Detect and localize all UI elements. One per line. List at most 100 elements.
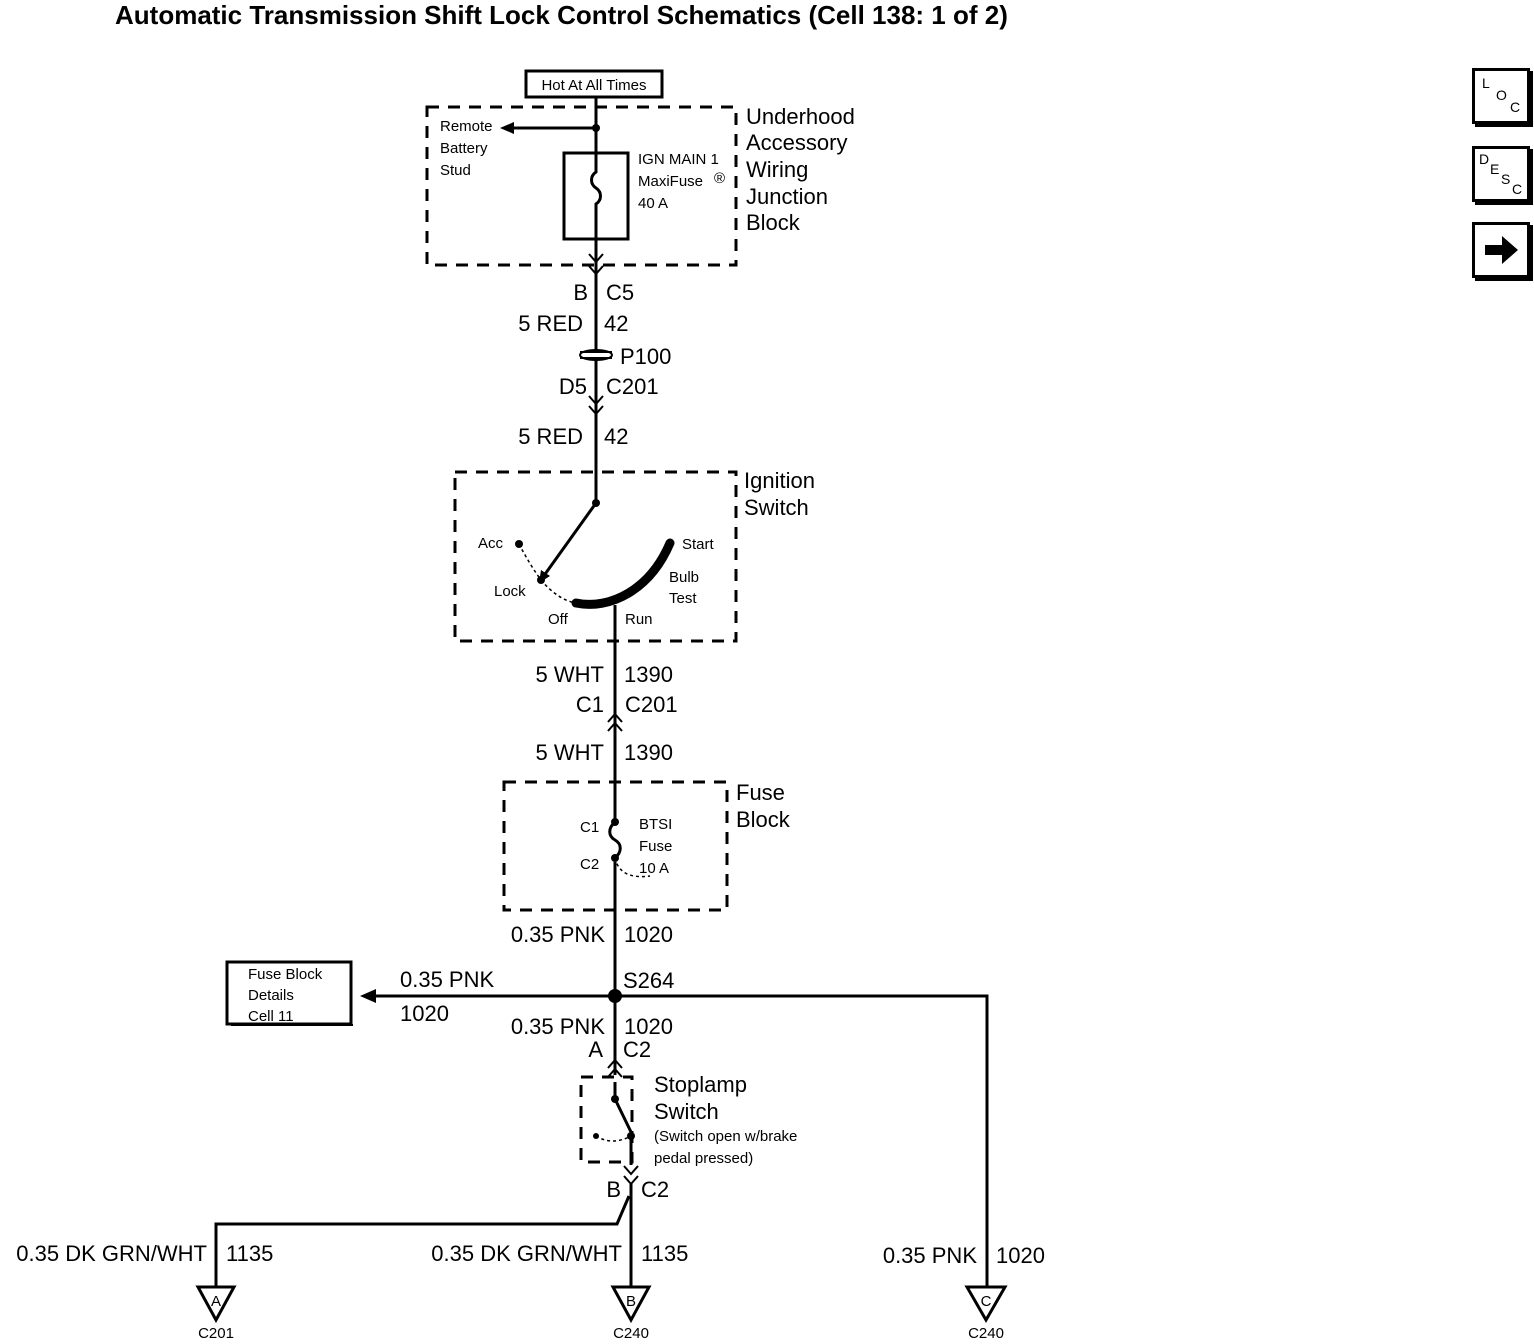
ref-box-line-1: Fuse Block	[248, 966, 323, 983]
ign-acc-label: Acc	[478, 535, 504, 552]
c5-connector-symbol	[588, 253, 604, 276]
c201-pin-d5: D5	[559, 374, 587, 399]
desc-letter-d: D	[1479, 151, 1490, 167]
underhood-label-1: Underhood	[746, 104, 855, 129]
remote-stud-label-3: Stud	[440, 162, 471, 179]
fuse-c1-label: C1	[580, 819, 599, 836]
maxifuse-label-3: 40 A	[638, 195, 668, 212]
loc-letter-o: O	[1496, 87, 1507, 103]
stop-connector-b: C2	[641, 1177, 669, 1202]
fuse-block-label-1: Fuse	[736, 780, 785, 805]
desc-letter-e: E	[1490, 161, 1500, 177]
diagram-path	[360, 989, 376, 1003]
stoplamp-note-2: pedal pressed)	[654, 1150, 753, 1167]
ign-start-label: Start	[682, 536, 715, 553]
c5-pin: B	[573, 280, 588, 305]
stop-connector-a-symbol	[607, 1058, 623, 1078]
fuse-block-label-2: Block	[736, 807, 791, 832]
stoplamp-label-1: Stoplamp	[654, 1072, 747, 1097]
ignition-label-2: Switch	[744, 495, 809, 520]
page-title: Automatic Transmission Shift Lock Contro…	[115, 0, 1008, 30]
c201-connector-a: C201	[606, 374, 659, 399]
description-button[interactable]: D E S C	[1472, 146, 1530, 202]
wire1-gauge: 5 RED	[518, 311, 583, 336]
out-a-circuit: 1135	[226, 1241, 273, 1266]
out-b-circuit: 1135	[641, 1241, 688, 1266]
connector-a-triangle	[195, 1285, 237, 1324]
ref-box-line-3: Cell 11	[248, 1008, 294, 1025]
wire5-circuit: 1020	[624, 922, 673, 947]
out-c-gauge: 0.35 PNK	[883, 1243, 977, 1268]
desc-letter-c: C	[1512, 181, 1523, 197]
ign-bulb-label: Bulb	[669, 569, 699, 586]
underhood-label-5: Block	[746, 210, 801, 235]
maxifuse-element	[590, 153, 602, 239]
stop-pin-b: B	[606, 1177, 621, 1202]
c5-connector: C5	[606, 280, 634, 305]
connector-c-label: C240	[968, 1325, 1004, 1342]
wire5-gauge: 0.35 PNK	[511, 922, 605, 947]
ignition-switch-outline	[453, 470, 738, 643]
diagram-circle	[592, 124, 600, 132]
c201-connector-a-symbol	[588, 395, 604, 416]
out-b-gauge: 0.35 DK GRN/WHT	[431, 1241, 622, 1266]
stoplamp-switch-arm	[613, 1098, 633, 1133]
underhood-label-4: Junction	[746, 184, 828, 209]
diagram-path	[614, 857, 651, 878]
wire3-gauge: 5 WHT	[536, 662, 604, 687]
ign-run-arc	[571, 538, 675, 609]
stoplamp-label-2: Switch	[654, 1099, 719, 1124]
diagram-path	[540, 579, 577, 604]
fuse-c2-label: C2	[580, 856, 599, 873]
diagram-path	[595, 1135, 632, 1142]
connector-b-label: C240	[613, 1325, 649, 1342]
out-a-gauge: 0.35 DK GRN/WHT	[16, 1241, 207, 1266]
ignition-label-1: Ignition	[744, 468, 815, 493]
connector-a-letter: A	[211, 1293, 221, 1310]
underhood-label-3: Wiring	[746, 157, 808, 182]
stop-connector-b-symbol	[623, 1165, 639, 1186]
c201-pin-c1: C1	[576, 692, 604, 717]
location-button[interactable]: L O C	[1472, 68, 1530, 124]
wire3-circuit: 1390	[624, 662, 673, 687]
wire6-circuit: 1020	[624, 1014, 673, 1039]
stoplamp-switch-outline	[579, 1075, 634, 1164]
out-c-circuit: 1020	[996, 1243, 1045, 1268]
next-page-button[interactable]	[1472, 222, 1530, 278]
connector-b-triangle	[610, 1285, 652, 1324]
underhood-label-2: Accessory	[746, 130, 847, 155]
left-wire-circuit: 1020	[400, 1001, 449, 1026]
underhood-junction-block-outline	[425, 105, 738, 267]
ref-box-line-2: Details	[248, 987, 294, 1004]
connector-c-triangle	[964, 1285, 1008, 1324]
wire2-circuit: 42	[604, 424, 628, 449]
btsi-label-3: 10 A	[639, 860, 669, 877]
c201-connector-b: C201	[625, 692, 678, 717]
p100-label: P100	[620, 344, 671, 369]
left-wire-gauge: 0.35 PNK	[400, 967, 494, 992]
remote-stud-label-2: Battery	[440, 140, 488, 157]
maxifuse-label-1: IGN MAIN 1	[638, 151, 719, 168]
right-arrow-icon	[1485, 236, 1518, 264]
desc-letter-s: S	[1501, 171, 1511, 187]
stop-pin-a: A	[588, 1037, 603, 1062]
ign-run-label: Run	[625, 611, 653, 628]
btsi-fuse-element	[608, 820, 622, 860]
wire2-gauge: 5 RED	[518, 424, 583, 449]
connector-c-letter: C	[981, 1293, 992, 1310]
hot-at-all-times-box	[524, 69, 664, 99]
loc-letter-c: C	[1510, 99, 1521, 115]
wire4-circuit: 1390	[624, 740, 673, 765]
s264-label: S264	[623, 968, 674, 993]
ign-off-label: Off	[548, 611, 569, 628]
btsi-label-2: Fuse	[639, 838, 672, 855]
diagram-path	[518, 543, 542, 581]
ignition-switch-arm	[541, 502, 598, 578]
ign-lock-label: Lock	[494, 583, 526, 600]
connector-a-label: C201	[198, 1325, 234, 1342]
stoplamp-note-1: (Switch open w/brake	[654, 1128, 797, 1145]
wire-to-connector-a	[214, 1195, 631, 1287]
stop-connector-a: C2	[623, 1037, 651, 1062]
maxifuse-label-2: MaxiFuse	[638, 173, 703, 190]
